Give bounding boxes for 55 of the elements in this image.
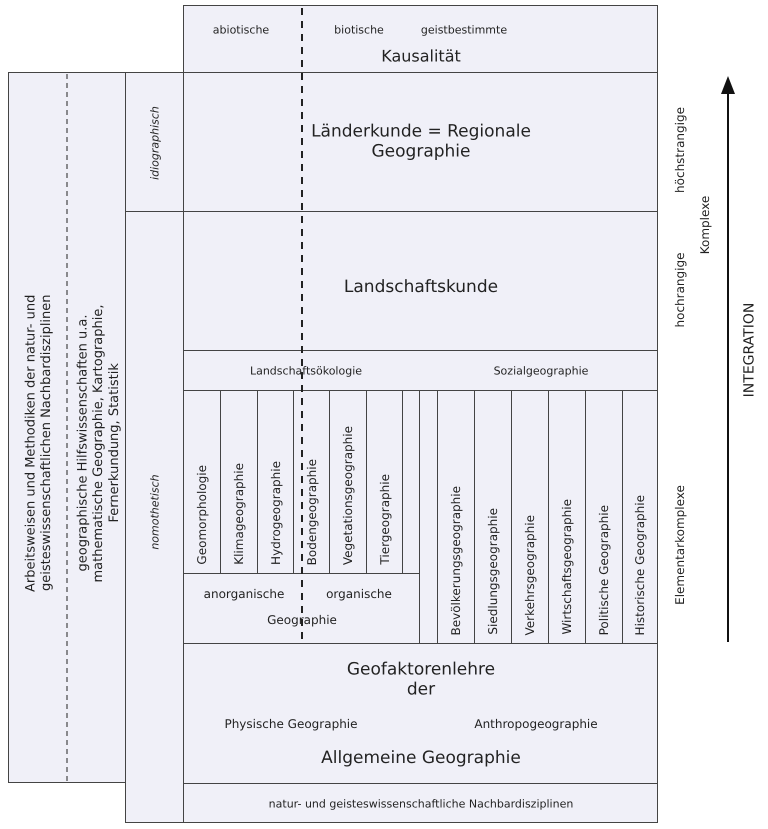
column-label: Vegetationsgeographie [340,426,356,565]
column [183,390,221,574]
column [585,390,623,644]
label-text: natur- und geisteswissenschaftliche Nachbardisziplinen [268,797,574,811]
empty-column [402,390,420,574]
label-text: Sozialgeographie [494,364,588,378]
column-label: Bevölkerungsgeographie [448,486,464,635]
column-label: Klimageographie [232,463,246,565]
label-text: Landschaftsökologie [250,364,362,378]
panel [183,643,658,784]
column-label: Tiergeographie [377,474,392,565]
column-label: Siedlungsgeographie [486,508,500,635]
panel [183,573,420,644]
panel [183,211,658,351]
label-text: Geographie [267,612,337,628]
column-label: Wirtschaftsgeographie [560,499,574,635]
heading-text: Länderkunde = Regionale Geographie [311,122,531,162]
axis-label: Elementarkomplexe [672,485,688,605]
axis-label: Komplexe [698,196,712,254]
axis-label: höchstrangige [672,107,688,193]
column [257,390,294,574]
label-text: organische [326,586,392,602]
column [366,390,403,574]
empty-column [419,390,438,644]
strip [125,211,184,823]
column [548,390,586,644]
column-label: Hydrogeographie [268,461,283,565]
heading-text: Allgemeine Geographie [321,748,521,768]
strip [125,72,184,212]
column-label: Geomorphologie [194,465,210,565]
band [183,350,658,391]
column-label: Verkehrsgeographie [522,514,538,635]
label-text: abiotische [212,23,270,37]
column-label: Bodengeographie [304,458,319,565]
label-text: Anthropogeographie [474,716,598,732]
label-text: nomothetisch [148,474,162,550]
panel [183,5,658,73]
axis-label: hochrangige [672,252,688,328]
side-panel [8,72,126,783]
label-text: Physische Geographie [224,716,358,732]
label-text: biotische [334,23,384,37]
column [220,390,258,574]
column-label: Historische Geographie [632,494,648,635]
label-text: geistbestimmte [420,23,508,37]
column [329,390,367,574]
column [437,390,475,644]
column [622,390,658,644]
column-label: Politische Geographie [596,504,612,635]
column [511,390,549,644]
column [293,390,330,574]
label-text: idiographisch [148,106,162,180]
label-text: anorganische [204,586,284,602]
column [474,390,512,644]
panel [183,72,658,212]
panel [183,783,658,823]
